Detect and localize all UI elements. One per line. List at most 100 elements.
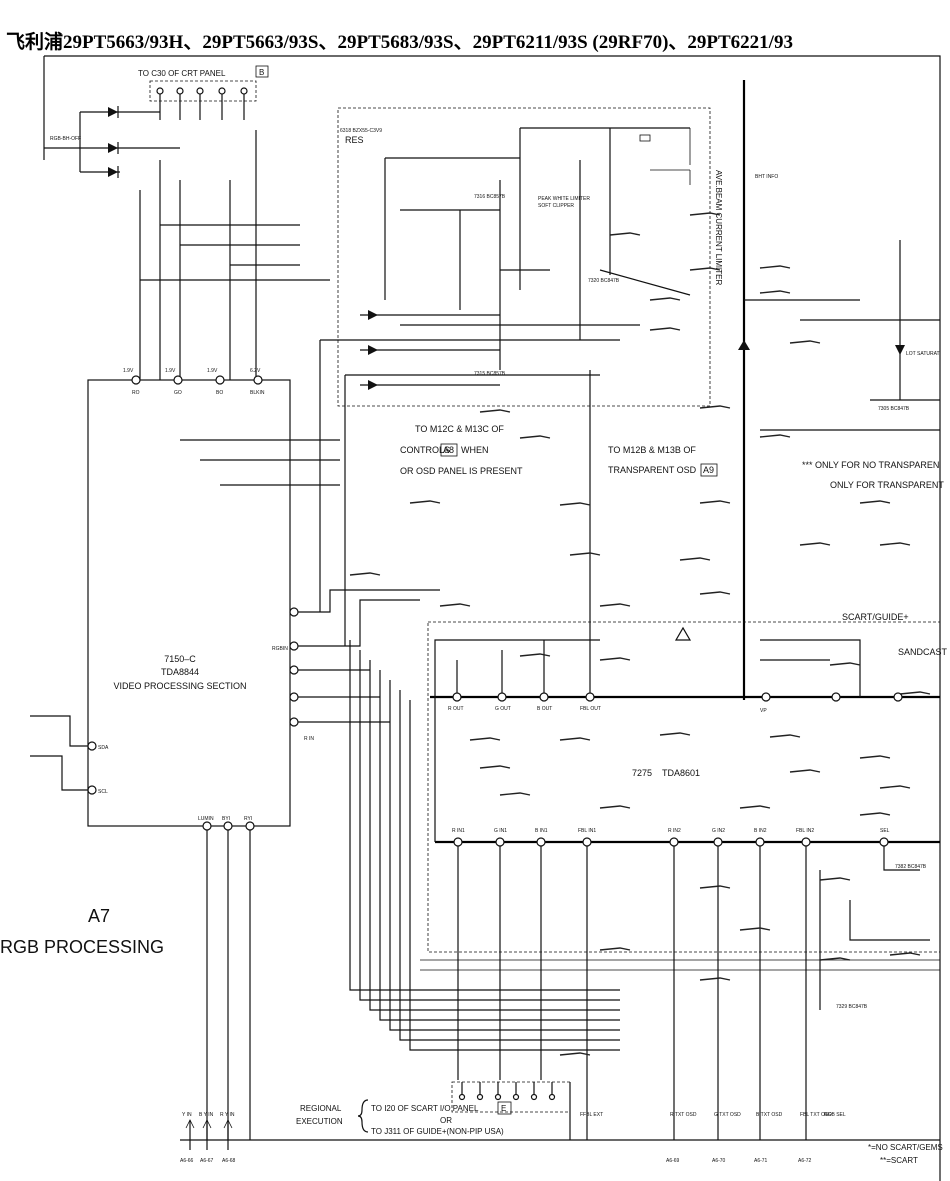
pin-scl: SCL	[98, 789, 108, 795]
to-controls-3: WHEN	[461, 445, 489, 455]
scart-connector-pins	[458, 1082, 571, 1140]
ic-bottom-pins	[202, 821, 255, 1140]
conn-fbltxt: FBL TXT OSD	[800, 1112, 832, 1118]
pin-fblin1: FBL IN1	[578, 828, 596, 834]
pin-go: GO	[174, 390, 182, 396]
ic-main-ref: 7150–C	[164, 654, 196, 664]
pin-sel: SEL	[880, 828, 890, 834]
ref-a6-67: A6-67	[200, 1158, 214, 1164]
left-rails	[139, 130, 340, 486]
sandcastle-label: SANDCAST	[898, 647, 948, 657]
brace	[357, 1099, 369, 1133]
only-transparent: ONLY FOR TRANSPARENT	[830, 480, 944, 490]
section-id: A7	[88, 906, 110, 926]
ic-main-type: TDA8844	[161, 667, 199, 677]
res-label: RES	[345, 135, 364, 145]
loop-wires	[349, 640, 940, 1051]
q5-label: 7329 BC847B	[836, 1004, 868, 1010]
section-name: RGB PROCESSING	[0, 937, 164, 957]
pin-gout: G OUT	[495, 706, 511, 712]
conn-yin: Y IN	[182, 1112, 192, 1118]
page-title: 飞利浦29PT5663/93H、29PT5663/93S、29PT5683/93…	[6, 30, 793, 53]
pin-byi: BYI	[222, 816, 230, 822]
limiter-label: AVE.BEAM CURRENT LIMITER	[714, 170, 723, 286]
scart-box-text: E	[501, 1104, 506, 1113]
pin-blkin-v: 6.2V	[250, 368, 261, 374]
pin-bin2: B IN2	[754, 828, 767, 834]
pin-vp: VP	[760, 708, 767, 714]
crt-connector	[149, 80, 257, 102]
pin-fblout: FBL OUT	[580, 706, 601, 712]
ref-a6-66: A6-66	[180, 1158, 194, 1164]
or-label: OR	[440, 1116, 452, 1125]
ic2-type: TDA8601	[662, 768, 700, 778]
pin-go-v: 1.9V	[165, 368, 176, 374]
conn-ffbl: FFBL EXT	[580, 1112, 603, 1118]
conn-rgbsel: RGB SEL	[824, 1112, 846, 1118]
q6-label: 7305 BC847B	[878, 406, 910, 412]
osd-box-text: A9	[703, 465, 714, 475]
in-bus-return	[434, 639, 600, 842]
pin-lumin: LUMIN	[198, 816, 214, 822]
soft-clipper-label: SOFT CLIPPER	[538, 203, 574, 209]
pin-ro-v: 1.9V	[123, 368, 134, 374]
ic-right-pins	[289, 339, 620, 727]
osd-box	[700, 463, 718, 477]
pin-rout: R OUT	[448, 706, 464, 712]
svg-text:LOT SATURAT: LOT SATURAT	[906, 351, 940, 357]
pin-rin1: R IN1	[452, 828, 465, 834]
peak-white-label: PEAK WHITE LIMITER	[538, 196, 590, 202]
only-no-transparent: *** ONLY FOR NO TRANSPAREN	[802, 460, 939, 470]
note-no-scart: *=NO SCART/GEMS	[868, 1143, 943, 1152]
to-controls-1: TO M12C & M13C OF	[415, 424, 504, 434]
pin-bo: BO	[216, 390, 223, 396]
ref-a6-68: A6-68	[222, 1158, 236, 1164]
input-diodes: RGB-BH-OFF	[44, 106, 180, 178]
to-osd-1: TO M12B & M13B OF	[608, 445, 696, 455]
execution-label: EXECUTION	[296, 1117, 343, 1126]
to-osd-2: TRANSPARENT OSD	[608, 465, 697, 475]
ic-tda8844	[87, 379, 291, 827]
ref-a6-70: A6-70	[712, 1158, 726, 1164]
ref-a6-71: A6-71	[754, 1158, 768, 1164]
pin-bin1: B IN1	[535, 828, 548, 834]
crt-panel-box-text: B	[259, 68, 264, 77]
conn-btxt: B TXT OSD	[756, 1112, 783, 1118]
conn-gtxt: G TXT OSD	[714, 1112, 741, 1118]
to-scart-label: TO I20 OF SCART I/O PANEL	[371, 1104, 479, 1113]
pin-rin: R IN	[304, 736, 314, 742]
res-block	[337, 107, 711, 407]
controls-box	[440, 443, 458, 457]
ic-top-pins	[131, 375, 263, 385]
warning-icon	[674, 626, 692, 641]
conn-rtxt: R TXT OSD	[670, 1112, 697, 1118]
conn-byin: B Y IN	[199, 1112, 214, 1118]
crt-panel-box	[255, 65, 269, 78]
q1-label: 7316 BC857B	[474, 194, 506, 200]
crt-connector-pins	[156, 87, 248, 120]
q2-label: 7315 BC857B	[474, 371, 506, 377]
bht-info-label: BHT INFO	[755, 174, 778, 180]
bottom-connectors	[185, 1119, 233, 1150]
tda8601-bottom-pins	[453, 837, 930, 1140]
tda8601-top-pins	[452, 370, 903, 702]
q4-label: 7382 BC847B	[895, 864, 927, 870]
res-circuit	[360, 127, 691, 390]
to-crt-label: TO C30 OF CRT PANEL	[138, 69, 226, 78]
pin-fblin2: FBL IN2	[796, 828, 814, 834]
scart-guide-area	[427, 621, 941, 953]
pin-scl-node	[87, 785, 97, 795]
ic2-ref: 7275	[632, 768, 652, 778]
ref-a6-69: A6-69	[666, 1158, 680, 1164]
pin-sda-node	[87, 741, 97, 751]
ic-main-desc: VIDEO PROCESSING SECTION	[113, 681, 246, 691]
right-circuit: LOT SATURAT	[744, 240, 940, 431]
controls-box-text: A8	[443, 445, 454, 455]
to-controls-2: CONTROLS	[400, 445, 450, 455]
pin-rgbin: RGBIN	[272, 646, 288, 652]
conn-ryin: R Y IN	[220, 1112, 235, 1118]
pin-ryi: RYI	[244, 816, 252, 822]
svg-text:RGB-BH-OFF: RGB-BH-OFF	[50, 136, 81, 142]
scribbles	[349, 212, 931, 1056]
